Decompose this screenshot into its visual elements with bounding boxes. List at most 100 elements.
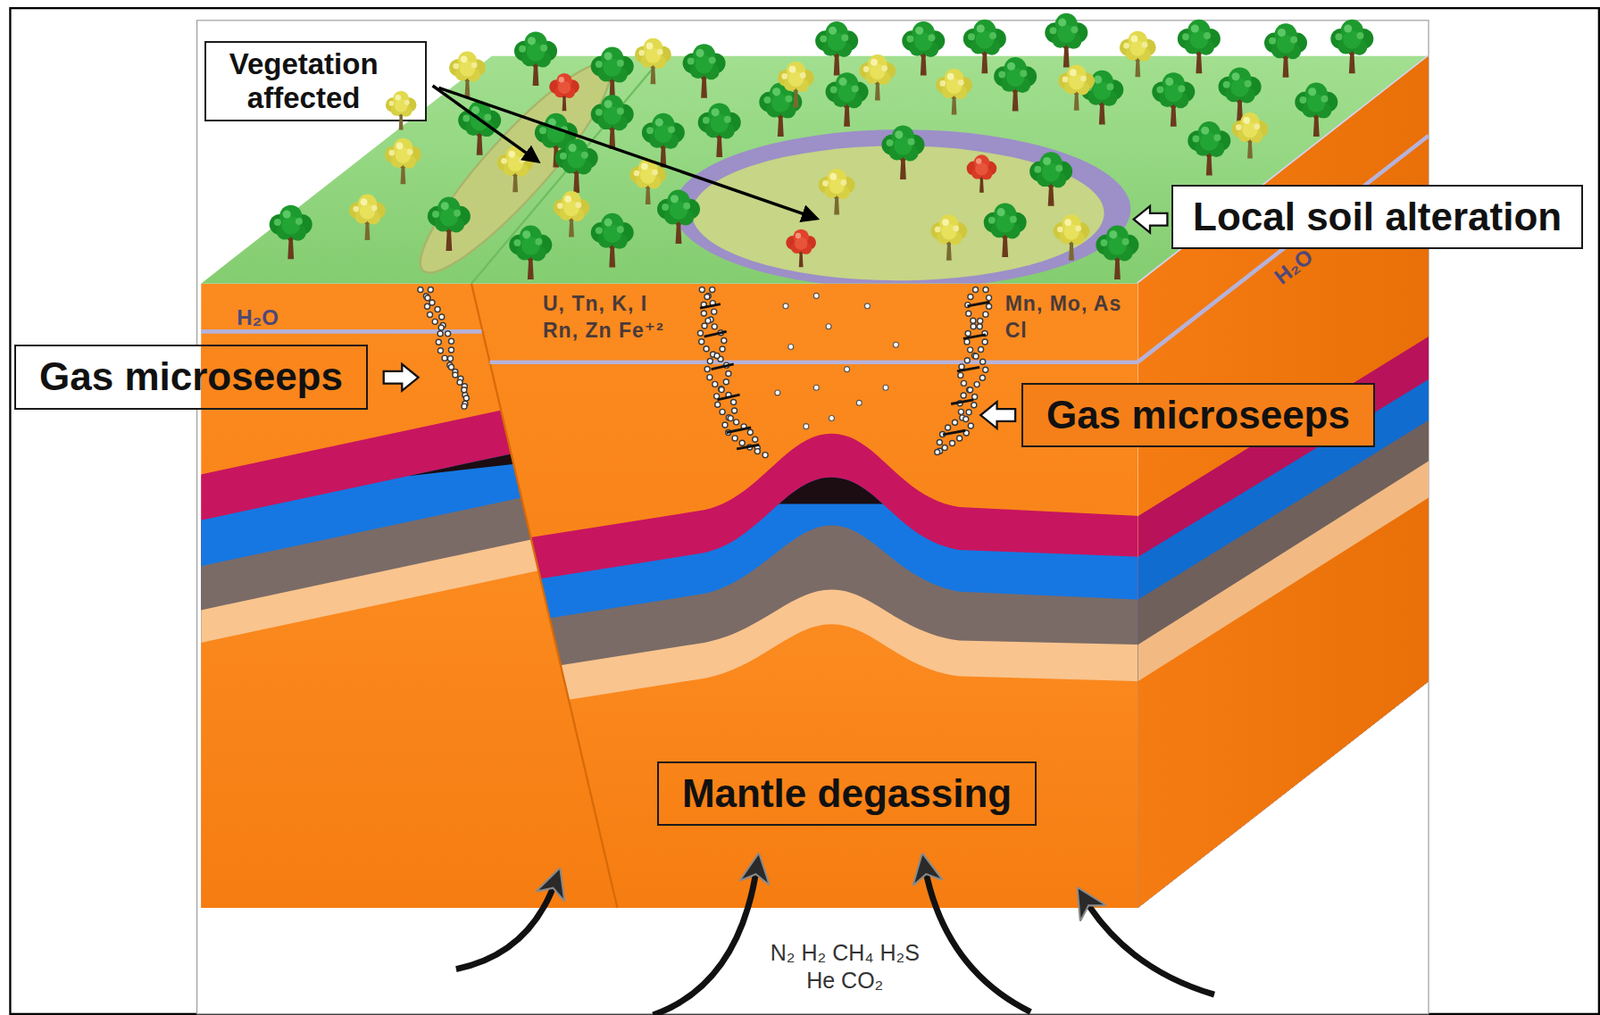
- callout-box: Local soil alteration: [1171, 184, 1584, 250]
- rock: [464, 624, 1143, 918]
- bubble: [803, 424, 809, 430]
- gas-bubbles: [933, 290, 991, 456]
- pointer-arrow: [980, 401, 1016, 429]
- tree: [555, 138, 599, 193]
- strata-layer: [464, 433, 1143, 919]
- tree: [818, 168, 856, 215]
- tree: [1151, 72, 1195, 127]
- gas-bubbles: [420, 290, 468, 411]
- gas-bubbles: [426, 290, 467, 411]
- callout-box: Gas microseeps: [14, 344, 368, 410]
- tree: [815, 21, 859, 76]
- element-label: Cl: [1005, 319, 1028, 342]
- reservoir-lens: [714, 477, 959, 505]
- element-label: Mn, Mo, As: [1005, 292, 1123, 316]
- tree: [591, 94, 634, 150]
- tree: [269, 205, 313, 260]
- tree: [349, 194, 386, 241]
- strata-layer: [464, 589, 1143, 918]
- tree: [553, 191, 591, 237]
- tree: [785, 229, 817, 267]
- leader-arrow: [438, 87, 817, 218]
- tree: [1119, 31, 1157, 77]
- water-table: [1137, 135, 1429, 363]
- bubble: [864, 303, 870, 309]
- fault-line: [471, 283, 617, 909]
- box-text: Local soil alteration: [1192, 194, 1562, 241]
- strata-layer: [1133, 416, 1434, 918]
- strata-layer: [464, 477, 1143, 919]
- affected-zone: [691, 145, 1105, 281]
- gas-bubbles: [420, 290, 468, 411]
- tree: [1053, 214, 1091, 260]
- callout-box: Gas microseeps: [1021, 383, 1375, 449]
- tree: [1330, 19, 1374, 75]
- strata-layer: [464, 525, 1143, 918]
- callout-box: Vegetation affected: [204, 41, 427, 122]
- main-block: [464, 275, 1149, 919]
- tree: [963, 19, 1007, 75]
- tree: [1095, 225, 1139, 281]
- tree: [634, 38, 672, 84]
- bubble: [813, 384, 819, 391]
- flux-arrow: [924, 865, 1031, 1013]
- flux-arrow: [652, 865, 758, 1015]
- trees: [269, 13, 1375, 280]
- water-label: H₂O: [236, 306, 279, 330]
- tree: [591, 213, 634, 268]
- tree: [1218, 66, 1262, 122]
- box-text: Gas microseeps: [39, 354, 343, 400]
- tree: [449, 51, 486, 98]
- box-text: Vegetation affected: [218, 47, 390, 116]
- right-face: [1133, 50, 1434, 918]
- tree: [993, 57, 1037, 112]
- bubble: [788, 344, 794, 350]
- tree: [1187, 121, 1231, 176]
- tree: [683, 43, 726, 99]
- tree-icon: [385, 91, 417, 131]
- tree: [514, 31, 558, 86]
- tree: [825, 72, 869, 127]
- surface-features: [400, 45, 1131, 292]
- pointer-arrow: [1133, 206, 1168, 234]
- tree: [966, 154, 998, 192]
- bubble: [825, 324, 832, 330]
- tree: [591, 47, 634, 102]
- fracture-marks: [700, 304, 759, 450]
- flux-arrow: [456, 879, 557, 970]
- tree: [1058, 64, 1095, 110]
- rock: [1133, 50, 1434, 918]
- tree: [1029, 151, 1073, 207]
- rock: [1133, 494, 1434, 918]
- bubble: [813, 292, 819, 299]
- tree: [930, 214, 967, 260]
- gas-bubbles: [775, 292, 900, 429]
- rock: [464, 275, 1149, 919]
- tree: [1264, 23, 1308, 78]
- tree: [881, 125, 925, 181]
- bubble: [892, 341, 899, 348]
- tree: [384, 138, 422, 184]
- pointer-arrow: [383, 364, 419, 392]
- flux-arrow: [1083, 898, 1215, 996]
- water-table: [490, 359, 1139, 365]
- bubble: [856, 400, 862, 406]
- leader-arrow: [433, 85, 539, 162]
- tree: [777, 61, 815, 108]
- tree: [1294, 83, 1338, 138]
- tree: [983, 202, 1027, 258]
- bubble: [775, 390, 781, 396]
- tree: [1177, 19, 1221, 75]
- tree: [657, 190, 700, 245]
- gas-label: N₂ H₂ CH₄ H₂S: [770, 941, 920, 967]
- bubble: [828, 416, 834, 422]
- tree: [549, 73, 580, 111]
- tree: [858, 54, 896, 100]
- tree: [508, 225, 552, 281]
- gas-bubbles: [933, 290, 991, 456]
- affected-zone: [400, 45, 630, 292]
